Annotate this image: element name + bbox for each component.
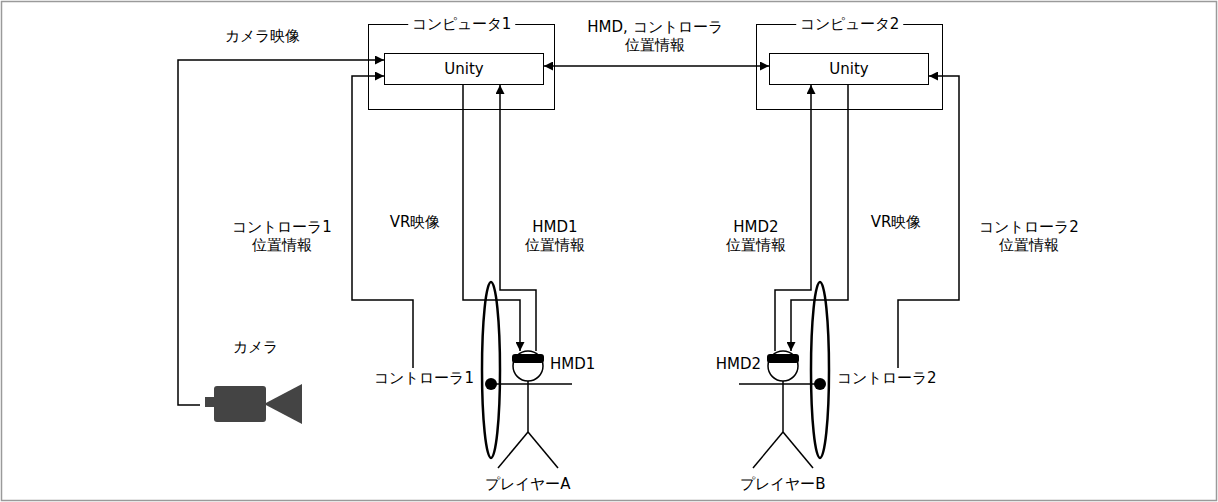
figure-head: [768, 351, 798, 381]
hmd-node: HMD1: [512, 351, 600, 378]
box-title: コンピュータ2: [796, 15, 904, 33]
connectors: [178, 60, 959, 405]
box-title: コンピュータ1: [408, 15, 516, 33]
node-label: コントローラ1: [374, 369, 474, 387]
computer-box: コンピュータ2Unity: [756, 24, 943, 110]
edge-label: VR映像: [388, 213, 443, 231]
figure-arms: [739, 383, 825, 385]
edge-label: HMD2 位置情報: [724, 218, 788, 254]
connector: [791, 85, 848, 351]
hmd-band: [512, 354, 544, 363]
camera-icon: [205, 384, 302, 424]
player-node: プレイヤーA: [468, 474, 588, 494]
camera-body: [214, 386, 266, 422]
edge-label: VR映像: [869, 213, 924, 231]
camera-node: カメラ: [200, 338, 310, 425]
controller-dot: [814, 378, 826, 390]
node-label: HMD2: [716, 355, 761, 373]
controller-loop: [811, 282, 829, 458]
figure-body: [527, 381, 529, 432]
software-box: Unity: [384, 53, 544, 85]
software-box: Unity: [769, 53, 929, 85]
edge-label: HMD1 位置情報: [523, 218, 587, 254]
node-label: カメラ: [233, 338, 278, 356]
controller-loop: [482, 282, 500, 458]
controller-node: コントローラ1: [350, 368, 474, 388]
edge-label: コントローラ2 位置情報: [977, 218, 1081, 254]
node-label: Unity: [829, 60, 868, 78]
figure-arms: [486, 383, 572, 385]
hmd-band: [767, 354, 799, 363]
figure-leg: [783, 432, 813, 468]
edge-label: コントローラ1 位置情報: [230, 218, 334, 254]
figure-leg: [753, 432, 783, 468]
player-figure: [482, 282, 572, 468]
player-figure: [739, 282, 829, 468]
node-label: コントローラ2: [837, 369, 937, 387]
connector: [178, 60, 384, 405]
connector: [463, 85, 520, 351]
camera-lens: [264, 384, 302, 424]
node-label: HMD1: [550, 355, 595, 373]
node-label: プレイヤーA: [485, 475, 570, 493]
figure-leg: [498, 432, 528, 468]
controller-dot: [485, 378, 497, 390]
node-label: プレイヤーB: [740, 475, 825, 493]
player-node: プレイヤーB: [723, 474, 843, 494]
node-label: Unity: [444, 60, 483, 78]
controller-node: コントローラ2: [837, 368, 961, 388]
computer-box: コンピュータ1Unity: [368, 24, 555, 110]
edge-label: カメラ映像: [223, 27, 302, 45]
figure-body: [782, 381, 784, 432]
figure-leg: [528, 432, 558, 468]
edge-label: HMD, コントローラ 位置情報: [568, 18, 742, 54]
connector: [544, 65, 769, 67]
figure-head: [513, 351, 543, 381]
hmd-node: HMD2: [711, 351, 799, 378]
